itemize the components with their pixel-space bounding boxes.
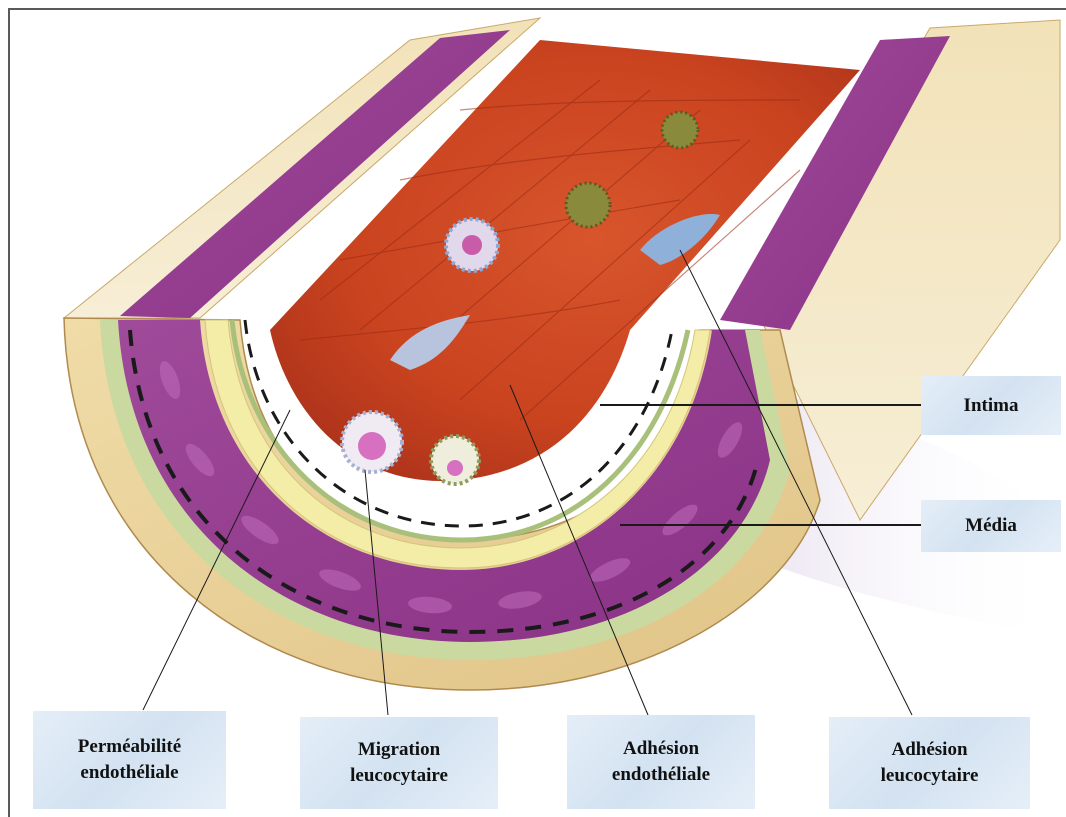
label-media-text: Média	[965, 513, 1017, 539]
label-adhesion-leuco-line1: Adhésion	[891, 737, 967, 763]
label-adhesion-endo: Adhésion endothéliale	[567, 715, 755, 809]
label-media: Média	[921, 500, 1061, 552]
label-migration-line1: Migration	[358, 737, 440, 763]
label-permeabilite-line1: Perméabilité	[78, 734, 181, 760]
label-permeabilite: Perméabilité endothéliale	[33, 711, 226, 809]
label-adhesion-endo-line1: Adhésion	[623, 736, 699, 762]
label-adhesion-leuco: Adhésion leucocytaire	[829, 717, 1030, 809]
label-migration-line2: leucocytaire	[350, 763, 448, 789]
label-migration: Migration leucocytaire	[300, 717, 498, 809]
label-intima: Intima	[921, 376, 1061, 435]
label-intima-text: Intima	[964, 393, 1019, 419]
label-adhesion-endo-line2: endothéliale	[612, 762, 710, 788]
label-permeabilite-line2: endothéliale	[80, 760, 178, 786]
label-adhesion-leuco-line2: leucocytaire	[881, 763, 979, 789]
